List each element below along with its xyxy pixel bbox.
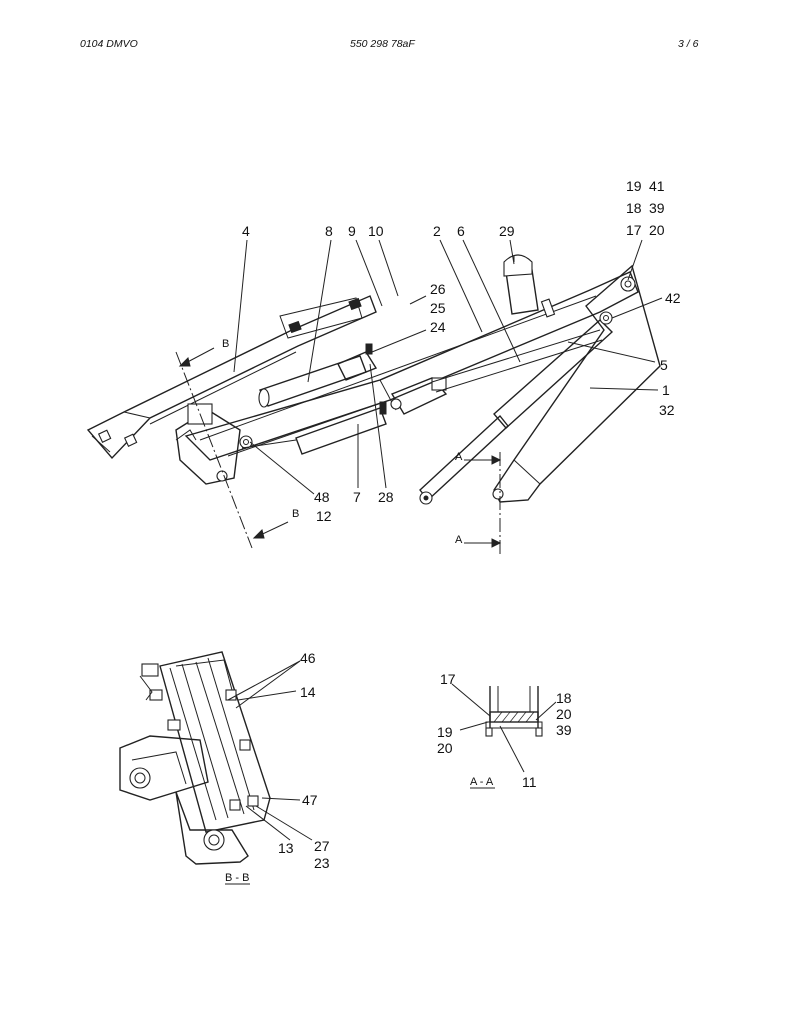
valve-29	[503, 254, 539, 315]
section-lines	[175, 347, 502, 556]
label-24: 24	[430, 319, 446, 335]
label-12: 12	[316, 508, 332, 524]
label-48: 48	[314, 489, 330, 505]
aa-label-39: 39	[556, 722, 572, 738]
section-mark-b-top: B	[222, 338, 229, 350]
label-19: 19	[626, 178, 642, 194]
base-assembly	[175, 403, 253, 485]
bb-label-27: 27	[314, 838, 330, 854]
label-7: 7	[353, 489, 361, 505]
cylinder-8	[258, 343, 378, 408]
part-labels: 4 8 9 10 2 6 29 19 41 18 39 17 20 26 25 …	[222, 178, 681, 546]
cylinder-5	[419, 311, 614, 505]
label-17: 17	[626, 222, 642, 238]
main-view: 4 8 9 10 2 6 29 19 41 18 39 17 20 26 25 …	[86, 178, 681, 556]
label-9: 9	[348, 223, 356, 239]
bb-label-46: 46	[300, 650, 316, 666]
aa-label-11: 11	[522, 774, 537, 790]
aa-label-20-left: 20	[437, 740, 453, 756]
aa-title: A - A	[470, 776, 494, 788]
label-18: 18	[626, 200, 642, 216]
label-39: 39	[649, 200, 665, 216]
label-2: 2	[433, 223, 441, 239]
aa-label-17: 17	[440, 671, 456, 687]
label-20: 20	[649, 222, 665, 238]
cylinder-7	[241, 401, 387, 455]
bb-label-47: 47	[302, 792, 318, 808]
aa-label-18: 18	[556, 690, 572, 706]
inner-boom	[184, 271, 639, 461]
header-page-number: 3 / 6	[678, 38, 699, 50]
label-1: 1	[662, 382, 670, 398]
outer-boom	[86, 295, 377, 460]
view-bb: 46 14 47 13 27 23 B - B	[119, 650, 330, 885]
header-center: 550 298 78aF	[350, 38, 415, 50]
label-8: 8	[325, 223, 333, 239]
label-41: 41	[649, 178, 665, 194]
bb-label-13: 13	[278, 840, 294, 856]
section-mark-a-top: A	[455, 451, 463, 463]
label-6: 6	[457, 223, 465, 239]
leader-lines	[233, 239, 663, 495]
view-aa: 17 18 20 39 19 20 11 A - A	[437, 671, 572, 790]
label-26: 26	[430, 281, 446, 297]
label-10: 10	[368, 223, 384, 239]
section-mark-a-bottom: A	[455, 534, 463, 546]
label-42: 42	[665, 290, 681, 306]
label-5: 5	[660, 357, 668, 373]
link-6	[431, 329, 603, 393]
section-mark-b-bottom: B	[292, 508, 299, 520]
bb-label-14: 14	[300, 684, 316, 700]
bb-title: B - B	[225, 872, 249, 884]
aa-hatch	[493, 711, 535, 723]
bb-label-23: 23	[314, 855, 330, 871]
header-left: 0104 DMVO	[80, 38, 138, 50]
label-32: 32	[659, 402, 675, 418]
arm-1	[492, 264, 661, 503]
label-4: 4	[242, 223, 250, 239]
label-25: 25	[430, 300, 446, 316]
label-28: 28	[378, 489, 394, 505]
aa-label-20-right: 20	[556, 706, 572, 722]
label-29: 29	[499, 223, 515, 239]
aa-label-19: 19	[437, 724, 453, 740]
